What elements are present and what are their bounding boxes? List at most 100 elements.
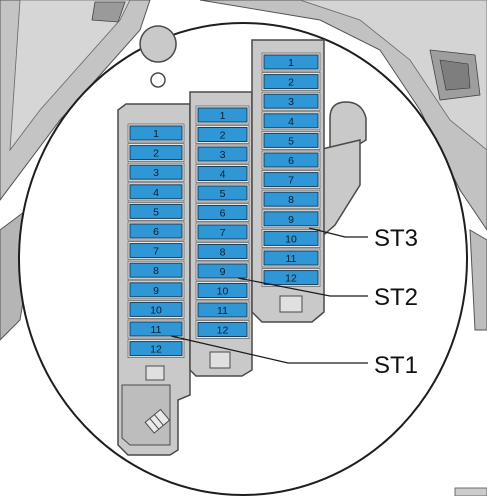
fuse-body [129, 301, 183, 317]
fuse-st2-6: 6 [195, 203, 250, 222]
fuse-st1-5: 5 [127, 201, 185, 221]
fuse-st3-7: 7 [261, 170, 321, 190]
fuse-number: 8 [153, 265, 159, 277]
fuse-st2-7: 7 [195, 222, 250, 242]
clip-latch [144, 408, 171, 434]
fuse-st3-6: 6 [261, 150, 321, 170]
fuse-body [263, 93, 319, 109]
fuse-number: 2 [288, 77, 294, 89]
fuse-st3-9: 9 [261, 209, 321, 229]
callout-lines [170, 227, 368, 364]
fuse-st2-5: 5 [195, 183, 250, 203]
fuse-body [197, 302, 248, 318]
fuse-number: 6 [153, 226, 159, 238]
fuse-st1-12: 12 [127, 339, 185, 359]
fuse-body [197, 283, 248, 298]
fuse-number: 10 [150, 304, 162, 316]
fuse-body [129, 321, 183, 337]
fuse-body [129, 125, 183, 141]
fuse-st3-4: 4 [261, 111, 321, 131]
fuse-number: 4 [288, 116, 294, 128]
fuse-number: 12 [217, 325, 229, 337]
fuse-body [263, 54, 319, 70]
fuse-number: 1 [220, 110, 226, 122]
fuse-st3-12: 12 [261, 268, 321, 288]
fuse-number: 9 [220, 266, 226, 278]
fuse-st3-5: 5 [261, 130, 321, 150]
fuse-st1-10: 10 [127, 299, 185, 319]
fuse-body [129, 164, 183, 180]
fuse-body [263, 211, 319, 227]
fuse-number: 4 [220, 169, 226, 181]
fuse-body [129, 203, 183, 219]
label-st3: ST3 [374, 225, 418, 252]
fuse-body [129, 282, 183, 298]
fuse-number: 9 [153, 285, 159, 297]
callout-line-st3 [308, 227, 368, 238]
fuse-body [129, 262, 183, 278]
fuse-body [263, 113, 319, 129]
fuse-st3-11: 11 [261, 248, 321, 268]
fuse-number: 3 [288, 96, 294, 108]
fuse-body [197, 166, 248, 181]
fuse-body [197, 107, 248, 123]
fuse-st1-8: 8 [127, 260, 185, 280]
fuse-number: 5 [288, 135, 294, 147]
fuse-number: 12 [285, 273, 297, 285]
fuse-st2-8: 8 [195, 242, 250, 261]
fuse-number: 7 [220, 227, 226, 239]
fuse-body [263, 132, 319, 148]
fuse-st2-9: 9 [195, 261, 250, 281]
fuse-number: 9 [288, 214, 294, 226]
fuse-body [129, 243, 183, 259]
fuse-st1-4: 4 [127, 182, 185, 202]
fuse-st2-4: 4 [195, 164, 250, 183]
fuse-body [197, 244, 248, 259]
fuse-body [197, 322, 248, 337]
fuse-st1-7: 7 [127, 241, 185, 261]
fuse-number: 1 [153, 128, 159, 140]
fuse-number: 11 [151, 324, 162, 336]
fuse-number: 8 [288, 194, 294, 206]
fuse-body [263, 172, 319, 188]
label-st2: ST2 [374, 284, 418, 311]
fuse-number: 2 [220, 130, 226, 142]
fuse-st2-10: 10 [195, 281, 250, 300]
fuse-st1-1: 1 [127, 123, 185, 143]
fuse-body [197, 146, 248, 162]
fuse-st2-11: 11 [195, 300, 250, 320]
fuse-number: 2 [153, 148, 159, 160]
fuse-body [263, 74, 319, 90]
fuse-number: 11 [286, 253, 297, 265]
fuse-st3-2: 2 [261, 72, 321, 91]
fuse-body [197, 205, 248, 220]
fuse-st1-9: 9 [127, 280, 185, 300]
fuse-number: 12 [150, 344, 162, 356]
fuse-st3-10: 10 [261, 228, 321, 248]
fuse-st1-11: 11 [127, 319, 185, 339]
fuse-body [129, 184, 183, 200]
fuse-number: 5 [220, 188, 226, 200]
fuse-number: 1 [288, 57, 294, 69]
callout-line-st2 [237, 277, 368, 297]
fuse-st1-3: 3 [127, 162, 185, 182]
fuse-body [197, 263, 248, 279]
fuse-number: 10 [217, 286, 229, 298]
fuse-number: 7 [153, 246, 159, 258]
fuse-st2-2: 2 [195, 125, 250, 144]
fuse-number: 6 [288, 155, 294, 167]
fuse-number: 3 [220, 149, 226, 161]
fuse-st2-12: 12 [195, 320, 250, 339]
fuse-number: 10 [285, 233, 297, 245]
fuse-number: 3 [153, 167, 159, 179]
fuse-body [129, 223, 183, 239]
fuse-st2-3: 3 [195, 144, 250, 164]
fuse-body [263, 191, 319, 207]
fuse-body [197, 127, 248, 142]
fuse-number: 6 [220, 208, 226, 220]
fuse-body [197, 185, 248, 201]
